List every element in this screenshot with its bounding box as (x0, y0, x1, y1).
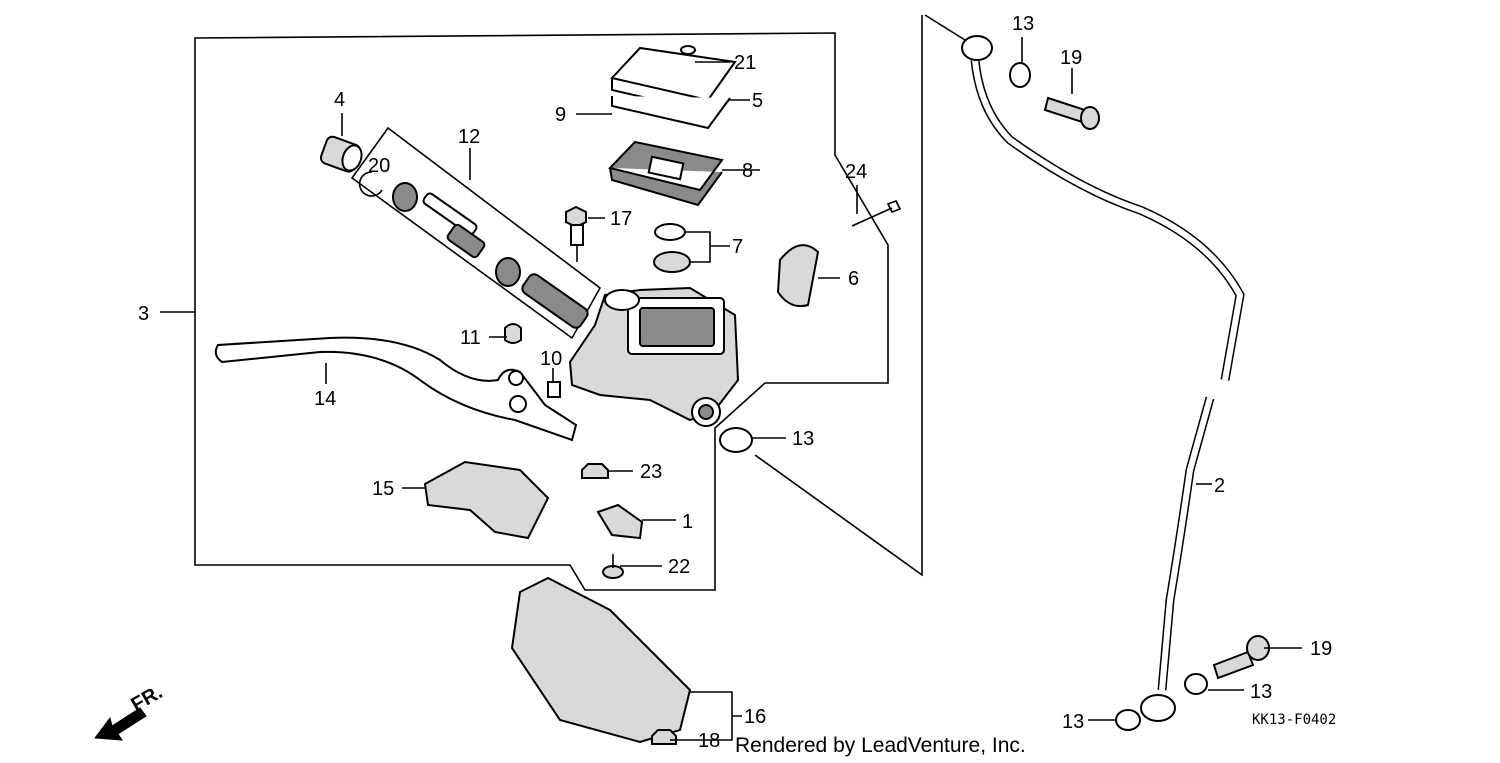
banjo-bolt-bottom-part (1212, 635, 1270, 680)
front-direction-indicator: FR. (94, 681, 167, 741)
callout-12: 12 (458, 126, 480, 148)
callout-24: 24 (845, 161, 867, 183)
callout-6: 6 (848, 268, 859, 290)
leader-lines (325, 37, 1302, 741)
master-cylinder-body (568, 286, 740, 427)
callout-14: 14 (314, 388, 336, 410)
brake-lever-part (214, 336, 578, 442)
callout-4: 4 (334, 89, 345, 111)
nut-18-part (651, 729, 677, 745)
piston-kit-parts (392, 182, 589, 329)
washer-13-body-part (719, 427, 753, 453)
callout-19-bottom: 19 (1310, 638, 1332, 660)
callout-3: 3 (138, 303, 149, 325)
callout-18: 18 (698, 730, 720, 752)
screw-22-part (602, 554, 624, 579)
lever-cover-part (423, 460, 550, 540)
piston-kit-frame (350, 126, 602, 340)
pivot-bolt-part (504, 323, 522, 344)
callout-21: 21 (734, 52, 756, 74)
diaphragm-part (608, 140, 724, 207)
callout-5: 5 (752, 90, 763, 112)
bolt-17-part (565, 205, 587, 262)
circlip-part (358, 171, 383, 197)
washer-13-bottom-part (1115, 709, 1141, 731)
assembly-frame-3 (194, 32, 889, 591)
callout-11: 11 (460, 327, 481, 349)
callout-17: 17 (610, 208, 632, 230)
front-direction-label: FR. (128, 681, 167, 716)
front-arrow-icon (94, 707, 147, 741)
reservoir-cap-part (610, 46, 737, 114)
callout-2: 2 (1214, 475, 1225, 497)
callout-13-right: 13 (1250, 681, 1272, 703)
knuckle-guard-part (510, 576, 692, 744)
callout-13-top: 13 (1012, 13, 1034, 35)
diagram-code: KK13-F0402 (1252, 712, 1336, 728)
cap-plate-part (611, 96, 731, 130)
washer-13-right-part (1184, 673, 1208, 695)
callout-9: 9 (555, 104, 566, 126)
banjo-bolt-top-part (1043, 96, 1100, 130)
washer-7a-part (654, 223, 686, 241)
callout-1: 1 (682, 511, 693, 533)
bolt-24-part (851, 199, 902, 227)
holder-part (776, 244, 820, 308)
hose-frame (754, 14, 966, 577)
callout-15: 15 (372, 478, 394, 500)
callout-8: 8 (742, 160, 753, 182)
callout-22: 22 (668, 556, 690, 578)
washer-7b-part (653, 251, 691, 273)
washer-13-top-part (1009, 62, 1031, 88)
callout-20: 20 (368, 155, 390, 177)
dust-boot-part (319, 135, 363, 173)
pin-part (547, 381, 561, 398)
callout-7: 7 (732, 236, 743, 258)
nut-23-part (581, 463, 609, 479)
brake-hose-part (961, 35, 1245, 722)
callout-10: 10 (540, 348, 562, 370)
callout-23: 23 (640, 461, 662, 483)
render-credit: Rendered by LeadVenture, Inc. (735, 734, 1026, 757)
callout-13-bottom: 13 (1062, 711, 1084, 733)
brake-switch-part (596, 503, 644, 540)
callout-13-body: 13 (792, 428, 814, 450)
callout-16: 16 (744, 706, 766, 728)
callout-19-top: 19 (1060, 47, 1082, 69)
